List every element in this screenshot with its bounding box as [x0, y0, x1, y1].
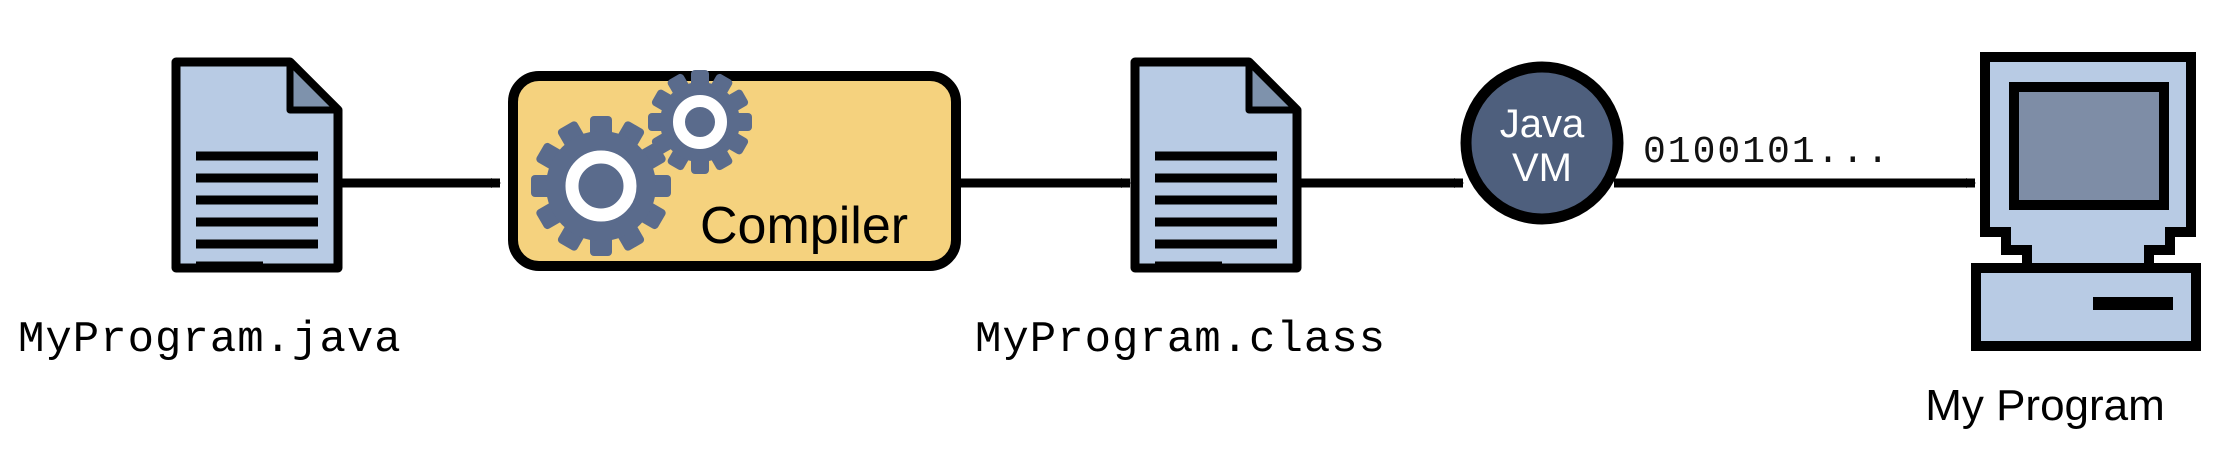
- document-text-lines: [196, 151, 318, 271]
- computer-base: [1971, 263, 2201, 351]
- vm-circle: [1460, 61, 1624, 225]
- node-output-program[interactable]: My Program: [1925, 52, 2201, 430]
- document-icon: [171, 57, 343, 273]
- drive-slot: [2093, 297, 2173, 310]
- compiler-label: Compiler: [700, 197, 908, 255]
- document-fold-corner: [286, 58, 342, 114]
- node-compiler[interactable]: Compiler: [508, 70, 961, 271]
- vm-label-line2: VM: [1512, 146, 1572, 190]
- source-file-label: MyProgram.java: [18, 315, 402, 365]
- monitor-screen: [2009, 82, 2169, 210]
- output-program-label: My Program: [1925, 381, 2165, 430]
- node-class-file[interactable]: MyProgram.class: [975, 57, 1386, 365]
- node-java-vm[interactable]: Java VM: [1460, 61, 1624, 225]
- document-fold-corner: [1245, 58, 1301, 114]
- edge-vm-to-program: 0100101...: [1614, 131, 1976, 188]
- gears-icon: [531, 70, 752, 256]
- document-text-lines: [1155, 151, 1277, 271]
- node-source-file[interactable]: MyProgram.java: [18, 57, 402, 365]
- document-icon: [1130, 57, 1302, 273]
- vm-label-line1: Java: [1500, 102, 1585, 146]
- computer-icon: [1971, 52, 2201, 351]
- gear-large: [531, 116, 671, 256]
- class-file-label: MyProgram.class: [975, 315, 1386, 365]
- binary-stream-label: 0100101...: [1643, 131, 1891, 174]
- gear-small: [648, 70, 752, 174]
